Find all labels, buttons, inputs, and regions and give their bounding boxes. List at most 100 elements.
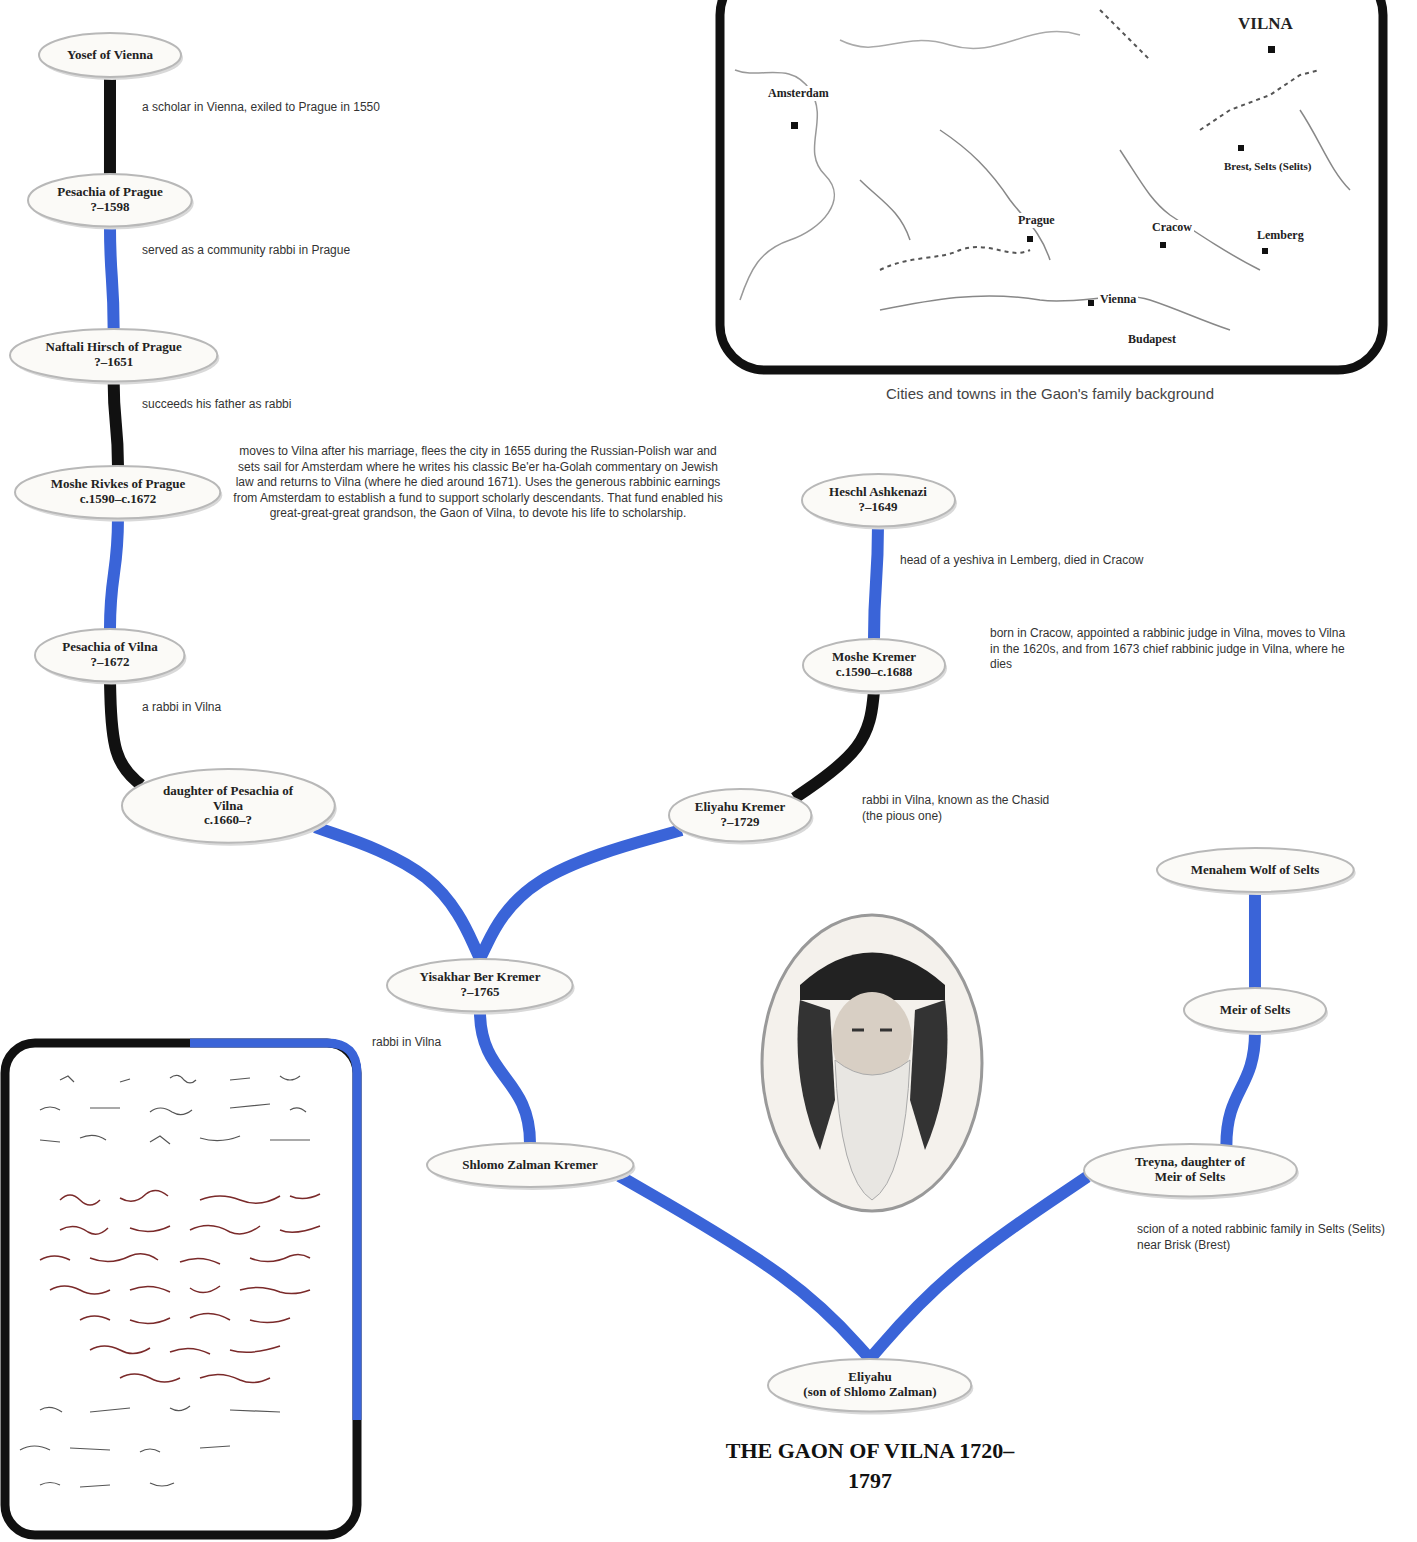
lineage-line [110,681,141,785]
oval-fill [15,466,220,518]
person-text: Heschl Ashkenazi?–1649 [829,485,927,515]
person-name: Eliyahu Kremer [695,800,785,815]
person-text: Eliyahu(son of Shlomo Zalman) [803,1370,936,1400]
person-text: Shlomo Zalman Kremer [462,1158,598,1173]
map-place: Amsterdam [766,86,831,101]
person-oval: Pesachia of Prague?–1598 [24,170,196,230]
lineage-line [110,518,118,629]
oval-fill [1157,848,1354,892]
oval-fill [387,959,573,1011]
person-text: Treyna, daughter of Meir of Selts [1120,1155,1260,1185]
oval-fill [39,33,181,77]
river [940,130,1050,260]
person-oval: Shlomo Zalman Kremer [423,1139,637,1191]
diagram-title: THE GAON OF VILNA 1720–1797 [725,1436,1015,1495]
person-dates: ?–1598 [57,200,162,215]
map-frame [720,0,1383,370]
person-name: Treyna, daughter of Meir of Selts [1120,1155,1260,1185]
biography-note: scion of a noted rabbinic family in Selt… [1137,1222,1412,1253]
person-dates: ?–1649 [829,500,927,515]
biography-note: born in Cracow, appointed a rabbinic jud… [990,626,1350,673]
person-text: Pesachia of Vilna?–1672 [62,640,157,670]
person-text: Moshe Kremerc.1590–c.1688 [832,650,916,680]
hair [910,1000,948,1150]
map-place: Lemberg [1255,228,1306,243]
oval-fill [28,174,192,226]
person-oval: Eliyahu(son of Shlomo Zalman) [764,1355,975,1415]
person-name: Naftali Hirsch of Prague [46,340,182,355]
person-oval: Treyna, daughter of Meir of Selts [1080,1140,1301,1200]
oval-fill [768,1359,971,1411]
oval-fill [669,789,811,841]
person-oval: Moshe Kremerc.1590–c.1688 [799,635,949,695]
map-place: Brest, Selts (Selits) [1222,160,1313,172]
person-name: Meir of Selts [1220,1003,1291,1018]
map-place: Cracow [1150,220,1194,235]
map-place: Prague [1016,213,1057,228]
beard [835,1060,910,1200]
oval-fill [1184,988,1326,1032]
map-place: VILNA [1236,14,1295,34]
person-dates: (son of Shlomo Zalman) [803,1385,936,1400]
person-name: Yisakhar Ber Kremer [420,970,541,985]
lineage-line [1249,892,1261,988]
biography-note: succeeds his father as rabbi [142,397,382,413]
city-dot [1268,46,1275,53]
person-dates: ?–1729 [695,815,785,830]
person-oval: Naftali Hirsch of Prague?–1651 [6,325,221,385]
person-text: Yisakhar Ber Kremer?–1765 [420,970,541,1000]
person-name: Menahem Wolf of Selts [1191,863,1320,878]
map-place: Vienna [1098,292,1138,307]
person-dates: ?–1651 [46,355,182,370]
person-oval: Pesachia of Vilna?–1672 [31,625,188,685]
hair [798,1000,836,1150]
lineage-line [870,1177,1087,1359]
person-name: Yosef of Vienna [67,48,153,63]
portrait [762,915,982,1211]
biography-note: head of a yeshiva in Lemberg, died in Cr… [900,553,1230,569]
map-caption: Cities and towns in the Gaon's family ba… [800,385,1300,402]
person-dates: c.1660–? [158,813,298,828]
person-oval: daughter of Pesachia of Vilnac.1660–? [118,765,339,847]
person-oval: Heschl Ashkenazi?–1649 [798,470,959,530]
oval-fill [803,639,945,691]
lineage-line [114,381,118,466]
person-oval: Eliyahu Kremer?–1729 [665,785,815,845]
person-oval: Menahem Wolf of Selts [1153,844,1358,896]
handwriting [40,1190,320,1382]
biography-note: served as a community rabbi in Prague [142,243,382,259]
person-oval: Moshe Rivkes of Praguec.1590–c.1672 [11,462,224,522]
border-line [1200,70,1320,130]
map-place: Budapest [1126,332,1178,347]
portrait-frame [762,915,982,1211]
person-text: Menahem Wolf of Selts [1191,863,1320,878]
lineage-line [104,77,116,174]
biography-note: rabbi in Vilna [372,1035,467,1051]
lineage-line [480,1011,530,1143]
city-dot [1027,236,1033,242]
oval-fill [802,474,955,526]
person-text: daughter of Pesachia of Vilnac.1660–? [158,784,298,829]
person-text: Moshe Rivkes of Praguec.1590–c.1672 [51,477,186,507]
lineage-line [1226,1032,1255,1145]
biography-note: moves to Vilna after his marriage, flees… [228,444,728,522]
lineage-line [315,827,480,959]
frame-accent [190,1043,357,1420]
person-name: daughter of Pesachia of Vilna [158,784,298,814]
coastline [735,70,834,300]
lineage-line [874,526,878,639]
oval-fill [427,1143,633,1187]
person-oval: Yosef of Vienna [35,29,185,81]
manuscript [5,1043,357,1535]
city-dot [1262,248,1268,254]
manuscript-frame [5,1043,357,1535]
map [720,0,1383,370]
city-dot [1238,145,1244,151]
person-oval: Meir of Selts [1180,984,1330,1036]
city-dot [1088,300,1094,306]
oval-fill [1084,1144,1297,1196]
river [1300,110,1350,190]
city-dot [1160,242,1166,248]
eyes [852,1029,892,1032]
